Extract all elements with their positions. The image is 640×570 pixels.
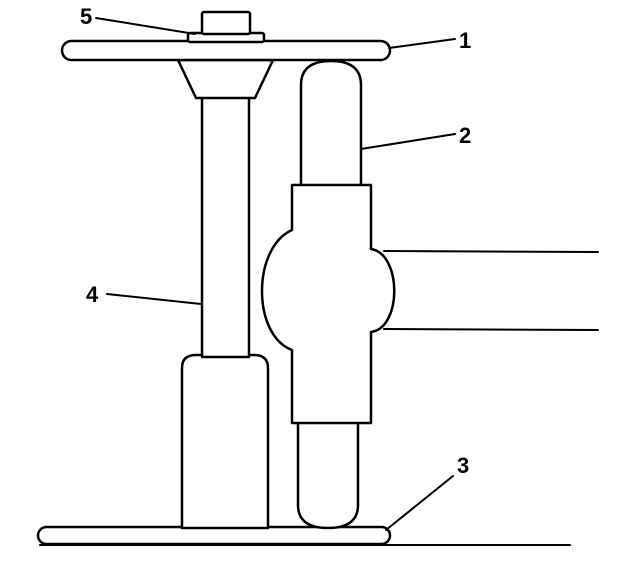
leader-line-2 [360,133,456,150]
leader-line-1 [388,38,456,49]
leader-line-4 [106,293,202,305]
callout-4: 4 [86,282,99,307]
callout-2: 2 [459,123,471,148]
shock-absorber-mount [260,183,396,425]
callout-1: 1 [459,28,471,53]
control-arm-upper-line [383,250,599,253]
upper-plate [60,39,392,62]
callout-5: 5 [80,4,92,29]
leader-line-3 [385,475,454,531]
top-fastener-nut [200,10,252,36]
jack-stand-base [180,353,270,530]
shock-absorber-lower [296,416,360,530]
shock-absorber-rod [299,59,363,192]
callout-3: 3 [457,453,469,478]
base-plate [36,525,392,546]
leader-line-5 [95,17,196,35]
control-arm-lower-line [383,328,599,331]
jack-stand-post [200,93,251,359]
jack-stand-saddle [176,58,275,100]
